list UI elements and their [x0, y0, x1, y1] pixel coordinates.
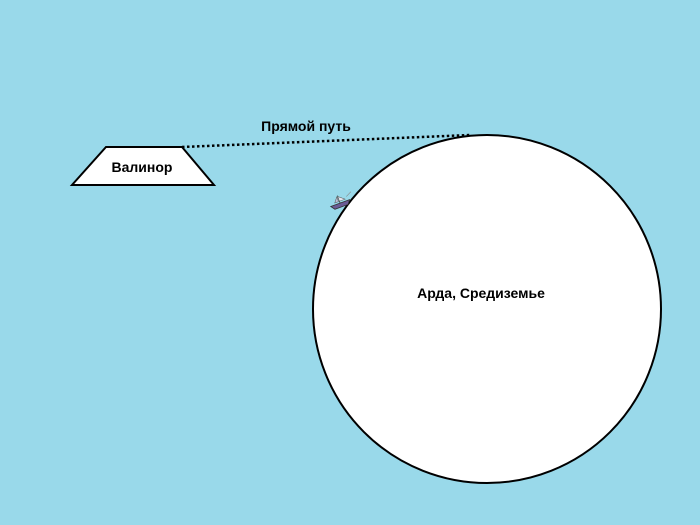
- straight-road-label: Прямой путь: [261, 118, 351, 134]
- ship-icon: [329, 191, 352, 210]
- valinor-label: Валинор: [112, 159, 173, 175]
- valinor-shape: [69, 146, 217, 186]
- arda-label: Арда, Средиземье: [417, 285, 545, 301]
- arda-circle: [312, 134, 662, 484]
- straight-road-line: [181, 133, 471, 149]
